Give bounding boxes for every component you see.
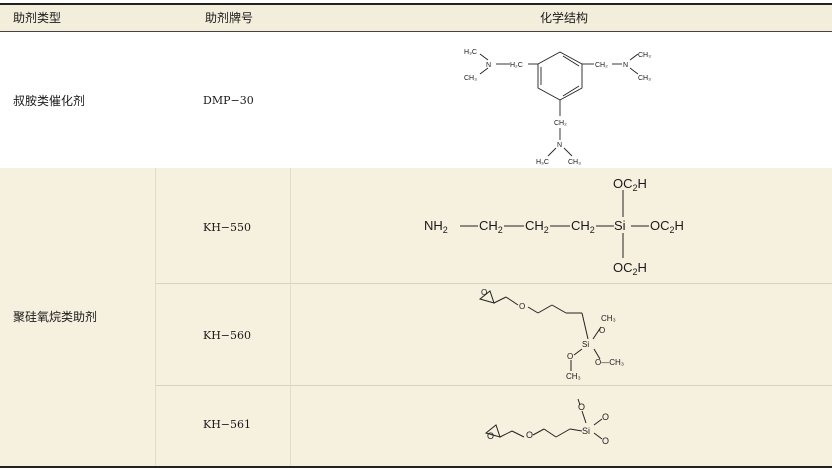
grade-kh561: KH−561 bbox=[203, 418, 252, 431]
kh561-label-o: O bbox=[487, 431, 494, 441]
dmp30-label-ch3: CH₃ bbox=[638, 52, 651, 59]
header-chemical-structure: 化学结构 bbox=[540, 11, 589, 25]
dmp30-label-h2c: H₂C bbox=[510, 62, 523, 69]
dmp30-label-n: N bbox=[486, 62, 491, 69]
dmp30-label-h3c: H₃C bbox=[536, 159, 549, 166]
dmp30-label-ch2: CH₂ bbox=[554, 120, 567, 127]
grade-kh550: KH−550 bbox=[203, 221, 252, 234]
kh550-label-si: Si bbox=[614, 218, 626, 233]
kh550-label-ch2: CH2 bbox=[571, 218, 595, 235]
kh550-structure: NH2 CH2 CH2 CH2 Si OC2H OC2H OC2H bbox=[424, 176, 684, 277]
kh560-label-o: O bbox=[481, 288, 487, 297]
column-divider bbox=[290, 168, 291, 466]
kh560-structure: O O CH₃ O Si O O—CH₃ CH₃ bbox=[478, 288, 624, 381]
kh561-label-si: Si bbox=[582, 426, 590, 436]
kh561-label-o: O bbox=[526, 430, 533, 440]
kh560-label-och3: O—CH₃ bbox=[595, 358, 624, 367]
bottom-rule bbox=[0, 466, 832, 468]
kh550-label-oc2h5: OC2H bbox=[650, 218, 684, 235]
kh560-label-o: O bbox=[519, 302, 525, 311]
kh560-label-si: Si bbox=[582, 340, 589, 349]
kh550-label-oc2h5: OC2H bbox=[613, 176, 647, 193]
kh560-label-ch3: CH₃ bbox=[566, 372, 581, 381]
kh560-label-o: O bbox=[599, 326, 605, 335]
column-divider bbox=[155, 168, 156, 466]
row-band-polysiloxane bbox=[0, 168, 832, 466]
dmp30-label-ch3: CH₃ bbox=[464, 75, 477, 82]
kh561-label-o: O bbox=[578, 402, 585, 412]
dmp30-label-ch3: CH₃ bbox=[568, 159, 581, 166]
kh561-structure: O O Si O O O bbox=[484, 398, 609, 446]
type-tertiary-amine-catalyst: 叔胺类催化剂 bbox=[13, 94, 86, 108]
header-additive-type: 助剂类型 bbox=[13, 11, 62, 25]
row-divider bbox=[155, 283, 832, 284]
row-band-tertiary-amine bbox=[0, 32, 832, 168]
dmp30-label-h3c: H₃C bbox=[464, 49, 477, 56]
grade-dmp30: DMP−30 bbox=[203, 94, 254, 107]
kh560-label-o: O bbox=[567, 352, 573, 361]
kh561-label-o: O bbox=[602, 412, 609, 422]
dmp30-label-ch2: CH₂ bbox=[595, 62, 608, 69]
header-additive-grade: 助剂牌号 bbox=[205, 11, 254, 25]
kh561-label-o: O bbox=[602, 436, 609, 446]
header-row bbox=[0, 5, 832, 31]
dmp30-label-ch3: CH₃ bbox=[638, 75, 651, 82]
kh550-label-oc2h5: OC2H bbox=[613, 260, 647, 277]
grade-kh560: KH−560 bbox=[203, 329, 252, 342]
kh560-label-ch3: CH₃ bbox=[601, 314, 616, 323]
kh550-label-ch2: CH2 bbox=[525, 218, 549, 235]
top-rule bbox=[0, 3, 832, 5]
dmp30-label-n: N bbox=[623, 62, 628, 69]
dmp30-label-n: N bbox=[557, 142, 562, 149]
header-rule bbox=[0, 31, 832, 32]
row-divider bbox=[155, 385, 832, 386]
kh550-label-ch2: CH2 bbox=[479, 218, 503, 235]
type-polysiloxane-additive: 聚硅氧烷类助剂 bbox=[13, 310, 98, 324]
kh550-label-nh2: NH2 bbox=[424, 218, 448, 235]
dmp30-structure: H₃C CH₃ N H₂C CH₂ N CH₃ CH₃ CH₂ N H₃C CH… bbox=[464, 49, 651, 166]
